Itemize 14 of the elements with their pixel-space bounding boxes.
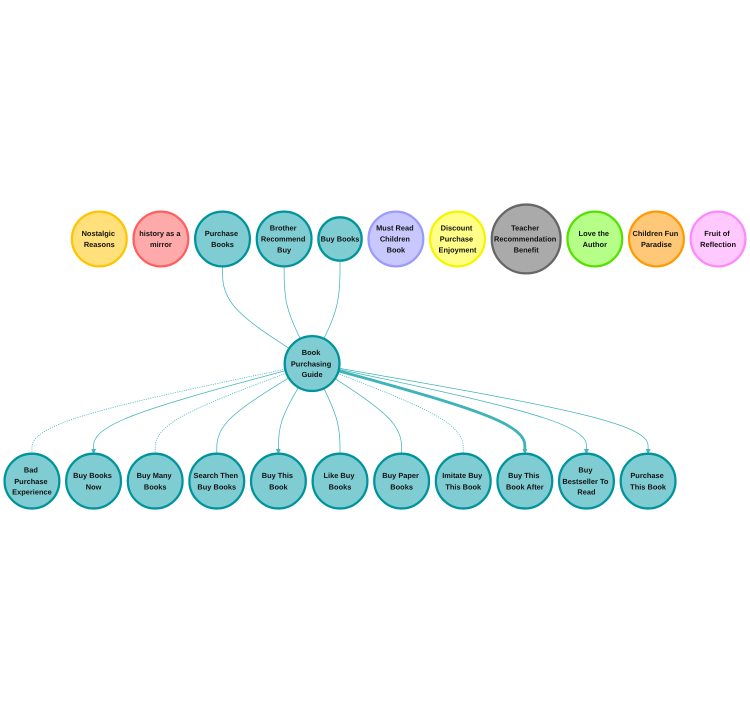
arrow (338, 368, 589, 454)
arrow (338, 368, 651, 454)
connector (32, 368, 286, 454)
connector (216, 378, 290, 454)
connector (222, 266, 290, 349)
connector (154, 372, 287, 454)
connector (323, 388, 340, 454)
connector (323, 260, 340, 340)
arrow (91, 370, 286, 454)
connector (334, 378, 402, 454)
arrow (276, 386, 299, 454)
arrow (338, 369, 528, 454)
connector (337, 373, 464, 454)
connector (284, 266, 301, 340)
